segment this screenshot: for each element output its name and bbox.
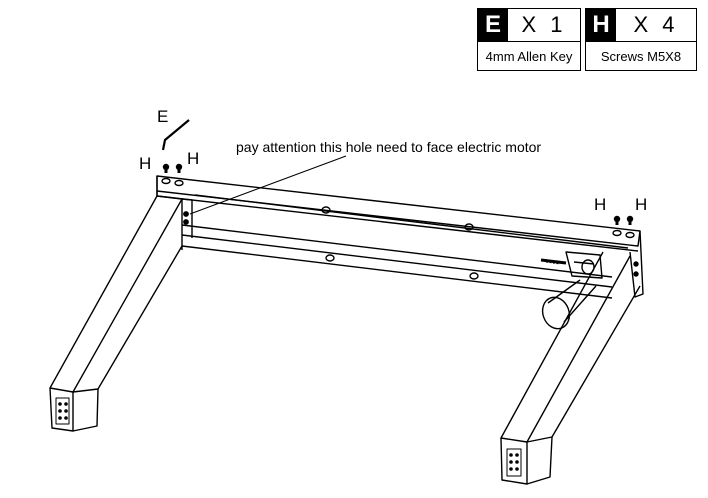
part-header: E X 1 (478, 9, 580, 42)
top-crossbeam (156, 175, 641, 252)
right-end-bracket (629, 230, 644, 298)
part-quantity: X 1 (521, 12, 567, 37)
part-quantity: X 4 (633, 12, 679, 37)
part-name: Screws M5X8 (600, 48, 682, 64)
parts-table: E X 1 4mm Allen Key H X 4 Screws M5X8 (477, 8, 697, 71)
screw-label: H (139, 154, 152, 173)
screw-icon (177, 167, 181, 173)
part-header: H X 4 (586, 9, 696, 42)
screw-label: H (594, 195, 607, 214)
screw-label: H (187, 149, 200, 168)
screw-icon (615, 219, 619, 225)
right-leg (500, 251, 641, 485)
part-letter: H (586, 9, 616, 41)
part-screws: H X 4 Screws M5X8 (585, 8, 697, 71)
part-name: 4mm Allen Key (485, 48, 573, 64)
screw-icon (628, 219, 632, 225)
part-allen-key: E X 1 4mm Allen Key (477, 8, 581, 71)
assembly-note: pay attention this hole need to face ele… (236, 139, 542, 155)
left-end-bracket (156, 176, 193, 250)
note-leader-line (189, 155, 347, 215)
electric-motor (540, 251, 603, 330)
part-letter: E (478, 9, 508, 41)
lower-crossbeam (181, 224, 613, 299)
allen-key-icon (161, 119, 190, 151)
allen-key-label: E (157, 107, 169, 126)
screw-label: H (635, 195, 648, 214)
left-leg (49, 195, 183, 432)
screw-icon (164, 167, 168, 173)
screw-icons (162, 163, 634, 225)
